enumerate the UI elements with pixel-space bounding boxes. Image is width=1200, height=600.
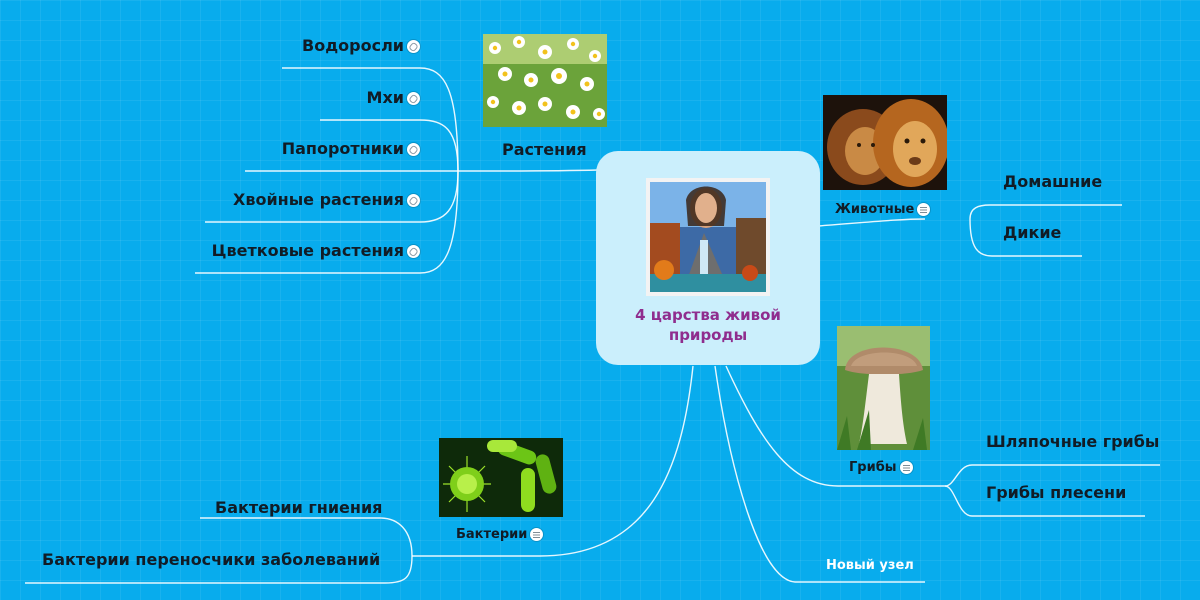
paperclip-icon[interactable] bbox=[407, 40, 420, 53]
link-central-new-node bbox=[714, 365, 925, 583]
plants-chamomile-image bbox=[483, 34, 607, 127]
plants-child-mhi[interactable]: Мхи bbox=[260, 88, 420, 107]
plants-child-label: Цветковые растения bbox=[211, 241, 404, 260]
branch-animals-text: Животные bbox=[835, 202, 915, 217]
paperclip-icon[interactable] bbox=[407, 245, 420, 258]
fungi-child-pleseni[interactable]: Грибы плесени bbox=[986, 483, 1127, 502]
branch-plants-label[interactable]: Растения bbox=[502, 140, 587, 159]
note-icon[interactable] bbox=[917, 203, 931, 216]
branch-fungi-label[interactable]: Грибы bbox=[849, 460, 913, 475]
link-vodorosli bbox=[282, 67, 459, 172]
paperclip-icon[interactable] bbox=[407, 92, 420, 105]
paperclip-icon[interactable] bbox=[407, 194, 420, 207]
link-central-animals bbox=[817, 218, 926, 227]
paperclip-icon[interactable] bbox=[407, 143, 420, 156]
plants-child-label: Водоросли bbox=[302, 36, 404, 55]
plants-child-paporotniki[interactable]: Папоротники bbox=[220, 139, 420, 158]
link-domashnie bbox=[969, 204, 1122, 220]
link-central-bacteria bbox=[412, 365, 694, 557]
central-title-line1: 4 царства живой bbox=[635, 306, 781, 324]
link-shlyapochnye bbox=[944, 464, 1160, 487]
bacteria-microbes-image bbox=[439, 438, 563, 517]
note-icon[interactable] bbox=[899, 461, 913, 474]
animals-child-domashnie[interactable]: Домашние bbox=[1003, 172, 1103, 191]
link-central-plants bbox=[494, 169, 599, 172]
central-title: 4 царства живой природы bbox=[596, 305, 820, 345]
link-perenoschiki bbox=[25, 555, 413, 584]
plants-child-cvetkovye[interactable]: Цветковые растения bbox=[180, 241, 420, 260]
link-dikie bbox=[969, 218, 1082, 257]
central-title-line2: природы bbox=[668, 326, 748, 344]
link-central-fungi bbox=[725, 365, 945, 487]
bacteria-child-gnieniya[interactable]: Бактерии гниения bbox=[215, 498, 383, 517]
bacteria-child-perenoschiki[interactable]: Бактерии переносчики заболеваний bbox=[42, 550, 381, 569]
plants-child-label: Хвойные растения bbox=[232, 190, 404, 209]
link-pleseni bbox=[944, 485, 1145, 517]
plants-child-hvoynye[interactable]: Хвойные растения bbox=[190, 190, 420, 209]
animals-child-dikie[interactable]: Дикие bbox=[1003, 223, 1062, 242]
branch-bacteria-text: Бактерии bbox=[456, 527, 528, 542]
central-fantasy-image bbox=[646, 178, 770, 296]
branch-animals-label[interactable]: Животные bbox=[835, 202, 931, 217]
link-mhi bbox=[320, 119, 459, 172]
link-gnieniya bbox=[200, 517, 413, 557]
branch-fungi-text: Грибы bbox=[849, 460, 897, 475]
central-node[interactable]: 4 царства живой природы bbox=[596, 151, 820, 365]
note-icon[interactable] bbox=[530, 528, 544, 541]
fungi-mushroom-image bbox=[837, 326, 930, 450]
new-node-label[interactable]: Новый узел bbox=[826, 558, 914, 573]
branch-bacteria-label[interactable]: Бактерии bbox=[456, 527, 544, 542]
plants-child-label: Папоротники bbox=[281, 139, 404, 158]
fungi-child-shlyapochnye[interactable]: Шляпочные грибы bbox=[986, 432, 1160, 451]
plants-child-label: Мхи bbox=[366, 88, 404, 107]
animals-lions-image bbox=[823, 95, 947, 190]
link-cvetkovye bbox=[195, 170, 459, 274]
plants-child-vodorosli[interactable]: Водоросли bbox=[260, 36, 420, 55]
